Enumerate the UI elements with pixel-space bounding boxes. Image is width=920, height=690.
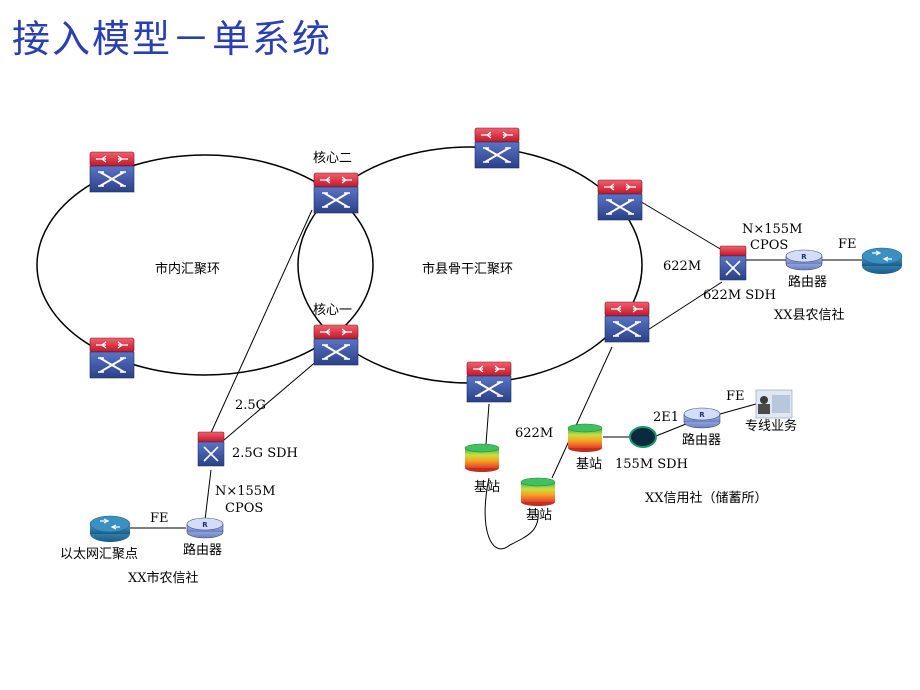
page-title: 接入模型－单系统 <box>12 17 333 61</box>
switch-backbone-bottom <box>466 361 512 403</box>
switch-core1 <box>313 324 359 366</box>
label-622m-mid: 622M <box>515 426 553 441</box>
label-fe-bottom: FE <box>150 511 169 526</box>
label-credit-coop: XX信用社（储蓄所） <box>645 490 768 506</box>
switch-backbone-right-bottom <box>604 301 650 343</box>
link-ring-cpos <box>637 199 723 251</box>
link-ring-basestation <box>551 346 613 479</box>
label-fe-right: FE <box>726 389 745 404</box>
base-station-1 <box>464 443 500 473</box>
label-core1: 核心一 <box>313 303 352 318</box>
link-ring-bs1 <box>485 403 490 445</box>
link-ring-sdh622 <box>639 281 723 336</box>
router-bottom <box>186 517 224 539</box>
ethernet-switch-bottom <box>89 515 131 543</box>
label-router-right: 路由器 <box>682 432 721 448</box>
label-622m-right: 622M <box>663 259 701 274</box>
label-city-coop: XX市农信社 <box>128 570 199 586</box>
base-station-2 <box>520 477 556 507</box>
label-sdh-622m: 622M SDH <box>703 288 776 303</box>
link-155m-router <box>655 423 687 437</box>
label-private-line: 专线业务 <box>745 418 797 434</box>
private-line-icon <box>755 389 793 419</box>
switch-backbone-top <box>474 127 520 169</box>
link-core1-sdh25g <box>223 359 319 441</box>
label-base-station-1: 基站 <box>474 480 500 495</box>
switch-inner-bottom <box>89 337 135 379</box>
label-sdh-155m: 155M SDH <box>615 457 688 472</box>
ethernet-switch-top <box>861 247 903 275</box>
inner-ring <box>36 154 374 376</box>
label-inner-ring: 市内汇聚环 <box>155 261 220 277</box>
switch-backbone-right-top <box>597 179 643 221</box>
label-sdh-25g: 2.5G SDH <box>232 446 298 461</box>
link-sdh25g-router <box>204 469 212 521</box>
link-router-private <box>719 403 757 415</box>
switch-core2 <box>313 172 359 214</box>
switch-cpos-top <box>719 245 747 281</box>
label-county-coop: XX县农信社 <box>774 307 845 323</box>
router-top <box>785 249 823 271</box>
switch-sdh-25g <box>197 431 225 467</box>
base-station-3 <box>567 423 603 453</box>
label-cpos-top: CPOS <box>750 238 788 253</box>
router-right <box>683 407 721 429</box>
label-fe-top: FE <box>838 237 857 252</box>
label-nx155m-top: N×155M <box>742 222 802 237</box>
label-ethernet-point: 以太网汇聚点 <box>60 547 138 562</box>
label-cpos-bottom: CPOS <box>225 501 263 516</box>
switch-inner-top <box>89 151 135 193</box>
link-basestation-loop <box>484 477 539 550</box>
label-backbone-ring: 市县骨干汇聚环 <box>422 261 513 277</box>
label-router-bottom: 路由器 <box>183 542 222 558</box>
sdh-155m-node <box>629 426 657 448</box>
label-core2: 核心二 <box>313 151 352 166</box>
label-base-station-2: 基站 <box>526 508 552 523</box>
label-25g: 2.5G <box>235 398 266 413</box>
label-nx155m-bottom: N×155M <box>215 484 275 499</box>
label-2e1: 2E1 <box>653 410 679 425</box>
label-router-top: 路由器 <box>788 274 827 290</box>
label-base-station-3: 基站 <box>576 457 602 472</box>
link-core2-sdh25g <box>209 209 313 436</box>
